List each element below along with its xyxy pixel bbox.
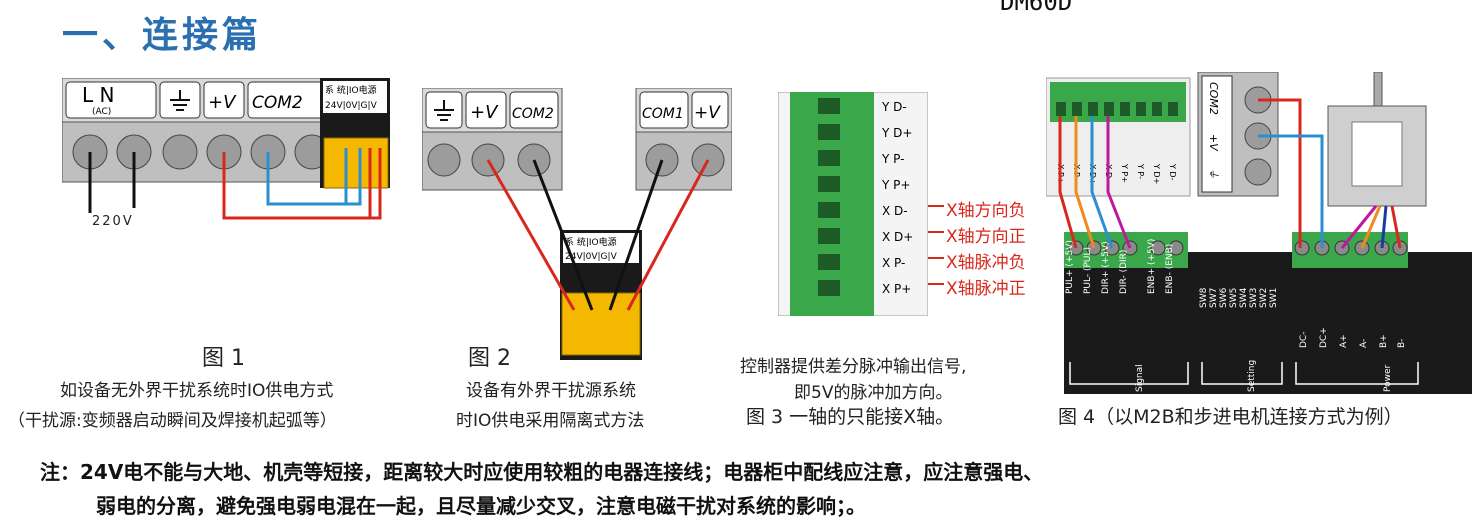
figure-2-diagram: +V COM2 COM1 +V 系 统|IO电源 24V|0V|G|V [422, 88, 732, 360]
figure-4-diagram: X P+ X P- X D+ X D- Y P+ Y P- Y D+ Y D- … [1046, 72, 1472, 394]
figure-1-desc-1: 如设备无外界干扰系统时IO供电方式 [60, 381, 334, 401]
terminal-plus-v2-label: +V [694, 103, 721, 123]
top-pin-label: Y D- [1168, 163, 1177, 181]
figure-2-caption: 图 2 [468, 346, 511, 371]
figure-1-diagram: L N (AC) +V COM2 系 统|IO电源 24V|0V|G|V [62, 78, 390, 220]
switch-label: SW5 [1229, 288, 1239, 308]
note-line-2: 弱电的分离，避免强电弱电混在一起，且尽量减少交叉，注意电磁干扰对系统的影响；。 [96, 494, 866, 518]
terminal-com2-label: COM2 [252, 93, 303, 113]
wire-magenta-dir [1106, 116, 1132, 249]
switch-label: SW2 [1259, 288, 1269, 308]
driver-label: PUL- (PUL) [1083, 247, 1093, 294]
figure-1-desc-2: （干扰源:变频器启动瞬间及焊接机起弧等） [8, 411, 337, 431]
terminal-com2-label: COM2 [512, 106, 554, 122]
pin-label: Y P+ [881, 178, 910, 192]
psu-label-com2: COM2 [1207, 82, 1220, 115]
section-setting: Setting [1247, 360, 1257, 392]
power-label: B- [1397, 339, 1407, 348]
plug-header: 系 统|IO电源 [325, 84, 377, 96]
pin-label: X P+ [882, 282, 911, 296]
psu-label-plus-v: +V [1207, 134, 1220, 152]
switch-label: SW1 [1269, 288, 1279, 308]
power-label: DC- [1299, 332, 1309, 348]
plug-pins: 24V|0V|G|V [565, 252, 618, 262]
switch-label: SW4 [1239, 287, 1249, 308]
terminal-com1-label: COM1 [642, 106, 684, 122]
wire-red-dc [1258, 98, 1302, 248]
note-line-1: 注：24V电不能与大地、机壳等短接，距离较大时应使用较粗的电器连接线；电器柜中配… [40, 460, 1044, 484]
power-label: A+ [1339, 334, 1349, 348]
power-label: DC+ [1319, 327, 1329, 348]
section-power: Power [1383, 364, 1393, 392]
driver-body [1064, 252, 1472, 394]
green-terminal-top [1050, 82, 1186, 122]
section-signal: Signal [1135, 364, 1145, 392]
wire-red-pul [1058, 116, 1078, 249]
motor-shaft [1373, 72, 1383, 107]
pin-label: X D+ [882, 230, 913, 244]
driver-label: ENB+ (+5V) [1147, 239, 1157, 294]
figure-1-caption: 图 1 [202, 346, 245, 371]
wire-red-left [486, 159, 576, 311]
plug-terminal-yellow [323, 137, 389, 189]
top-pin-label: Y P+ [1120, 163, 1129, 183]
driver-label: ENB- (ENB) [1165, 244, 1175, 294]
pin-label: X D- [882, 204, 908, 218]
voltage-220v: 220V [92, 214, 134, 229]
wire-blue-dc [1258, 134, 1324, 248]
ground-icon [434, 100, 454, 121]
figure-3-pointer-lines [928, 205, 944, 285]
wire-black-right [608, 159, 664, 311]
switch-label: SW7 [1209, 288, 1219, 308]
wire-red-right [626, 159, 710, 311]
plug-header: 系 统|IO电源 [565, 236, 617, 248]
terminal-plus-v-label: +V [208, 92, 237, 113]
fig3-label-x-dir-pos: X轴方向正 [946, 227, 1026, 247]
top-pin-label: Y P- [1136, 163, 1145, 179]
fig3-label-x-pulse-pos: X轴脉冲正 [946, 279, 1026, 299]
top-pin-label: Y D+ [1152, 163, 1161, 184]
figure-2-desc-1: 设备有外界干扰源系统 [466, 381, 636, 401]
pin-label: Y D- [881, 100, 907, 114]
pin-label: X P- [882, 256, 905, 270]
wire-blue-dir [1090, 116, 1114, 249]
terminal-plus-v-label: +V [470, 102, 499, 123]
wire-red-plus-v [222, 148, 382, 220]
wiring-note: 注：24V电不能与大地、机壳等短接，距离较大时应使用较粗的电器连接线；电器柜中配… [40, 455, 1460, 523]
wire-black-left [532, 159, 594, 311]
figure-3-desc-2: 即5V的脉冲加方向。 [794, 383, 953, 403]
figure-2-desc-2: 时IO供电采用隔离式方法 [456, 411, 645, 431]
figure-3-desc-1: 控制器提供差分脉冲输出信号, [740, 357, 967, 377]
figure-4-caption: 图 4（以M2B和步进电机连接方式为例） [1058, 406, 1403, 428]
plug-pins: 24V|0V|G|V [325, 101, 378, 111]
page-title: 一、连接篇 [62, 15, 263, 56]
model-label: DM60D [1000, 0, 1073, 16]
switch-label: SW8 [1199, 287, 1209, 308]
ground-icon [170, 90, 190, 111]
connector-slots [818, 98, 840, 296]
power-label: A- [1359, 339, 1369, 348]
wire-orange-pul [1074, 116, 1096, 249]
psu-label-ground: ⏚ [1207, 168, 1220, 179]
figure-3-connector: Y D- Y D+ Y P- Y P+ X D- X D+ X P- X P+ [778, 92, 928, 316]
plug-terminal-yellow [561, 292, 641, 356]
driver-label: DIR+ (+5V) [1101, 241, 1111, 294]
figure-3-caption: 图 3 一轴的只能接X轴。 [746, 406, 955, 428]
driver-label: PUL+ (+5V) [1065, 240, 1075, 294]
power-label: B+ [1379, 334, 1389, 348]
pin-label: Y P- [881, 152, 904, 166]
switch-label: SW3 [1249, 288, 1259, 308]
switch-label: SW6 [1219, 287, 1229, 308]
fig3-label-x-dir-neg: X轴方向负 [946, 201, 1026, 221]
pin-label: Y D+ [881, 126, 912, 140]
terminal-ac-label: (AC) [92, 107, 111, 117]
driver-label: DIR- (DIR) [1119, 250, 1129, 294]
fig3-label-x-pulse-neg: X轴脉冲负 [946, 253, 1026, 273]
terminal-ln-label: L N [82, 83, 114, 107]
wire-blue-com2 [266, 148, 362, 206]
